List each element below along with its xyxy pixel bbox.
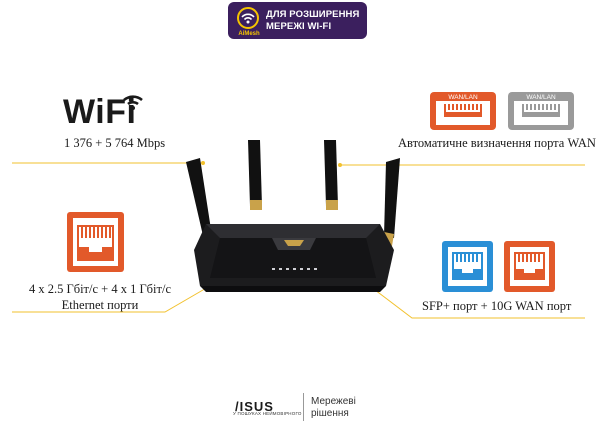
sfp-caption: SFP+ порт + 10G WAN порт: [422, 299, 572, 313]
ethernet-port-icon: [67, 212, 124, 272]
wan-lan-label-2: WAN/LAN: [526, 94, 556, 101]
footer-line-1: Мережеві: [311, 396, 356, 407]
svg-text:/ISUS: /ISUS: [235, 399, 274, 414]
ethernet-connector-line: [12, 282, 216, 313]
ethernet-line-1: 4 x 2.5 Гбіт/с + 4 x 1 Гбіт/с: [28, 282, 171, 296]
aimesh-badge: AiMesh ДЛЯ РОЗШИРЕННЯ МЕРЕЖІ WI-FI: [228, 2, 367, 39]
router-body: [194, 224, 394, 292]
asus-logo-icon: /ISUS: [235, 399, 274, 414]
router-image: [186, 140, 400, 292]
footer-divider: [303, 393, 304, 421]
10g-wan-port-icon: [504, 241, 555, 292]
wan-lan-port-inactive-icon: [508, 92, 574, 130]
wifi-signal-icon: [123, 95, 143, 110]
footer-caption: Мережеві рішення: [311, 396, 356, 420]
antennas: [186, 140, 400, 246]
auto-wan-caption: Автоматичне визначення порта WAN: [398, 136, 596, 150]
aimesh-brand: AiMesh: [238, 30, 260, 37]
sfp-port-icon: [442, 241, 493, 292]
wan-lan-icons: WAN/LAN WAN/LAN: [430, 92, 574, 130]
asus-tagline: У ПОШУКАХ НЕЙМОВІРНОГО: [233, 411, 302, 416]
ethernet-caption: 4 x 2.5 Гбіт/с + 4 x 1 Гбіт/с Ethernet п…: [25, 281, 175, 313]
badge-line-1: ДЛЯ РОЗШИРЕННЯ: [266, 8, 360, 20]
sfp-connector-line: [374, 289, 585, 319]
wifi-speed: 1 376 + 5 764 Mbps: [64, 136, 166, 150]
wan-lan-port-active-icon: [430, 92, 496, 130]
ethernet-line-2: Ethernet порти: [61, 298, 139, 312]
sfp-wan-icons: [442, 241, 555, 292]
badge-line-2: МЕРЕЖІ WI-FI: [266, 20, 332, 32]
footer-line-2: рішення: [311, 408, 349, 419]
wan-lan-label-1: WAN/LAN: [448, 94, 478, 101]
aimesh-logo-icon: AiMesh: [234, 6, 262, 37]
